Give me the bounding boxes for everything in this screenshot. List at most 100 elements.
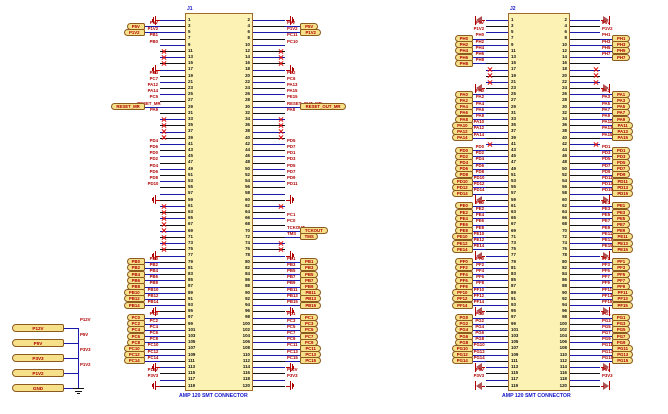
pin-number-J2-118: 118: [559, 376, 567, 382]
wire-J1-pin71: [160, 237, 185, 238]
power-symbol-J2-pin60: [600, 195, 611, 205]
net-label-J2-pin67: PE6: [475, 218, 484, 224]
port-J1-pin93[interactable]: PB14: [123, 301, 145, 309]
port-J1-pin5[interactable]: P1V2: [123, 28, 145, 36]
wire-J1-pin97: [160, 317, 185, 319]
port-wire-J1-pin85: [145, 280, 160, 282]
pin-number-J1-61: 61: [188, 202, 193, 208]
net-label-J2-pin38: PA13: [602, 125, 613, 131]
pin-number-J1-90: 90: [245, 289, 250, 295]
pin-number-J2-53: 53: [511, 178, 516, 183]
power-port-P3V3[interactable]: P3V3: [12, 354, 64, 362]
port-J1-pin111[interactable]: PC14: [123, 357, 145, 365]
power-symbol-J2-pin120: [600, 381, 611, 391]
wire-J2-pin14: [570, 57, 600, 59]
pin-number-J1-20: 20: [245, 72, 250, 78]
port-wire-J2-pin29: [473, 106, 486, 108]
net-label-J2-pin108: PG11: [602, 342, 613, 348]
power-port-P5V[interactable]: P5V: [12, 339, 64, 347]
pin-number-J2-105: 105: [511, 339, 519, 345]
net-label-J1-pin100: PC3: [287, 317, 296, 323]
port-J1-pin112[interactable]: PC15: [300, 357, 322, 365]
net-label-J2-pin92: PF13: [602, 292, 613, 298]
wire-J1-pin9: [160, 44, 185, 46]
net-label-J2-pin106: PG9: [602, 336, 611, 342]
wire-J1-pin48: [253, 162, 285, 164]
net-label-J2-pin88: PF9: [602, 280, 610, 286]
pin-number-J2-98: 98: [562, 314, 567, 320]
port-J2-pin58[interactable]: PD15: [612, 190, 634, 197]
power-port-GND[interactable]: GND: [12, 384, 64, 392]
port-wire-J2-pin76: [600, 249, 612, 251]
port-J2-pin40[interactable]: PA15: [612, 134, 634, 142]
pin-number-J1-40: 40: [245, 134, 250, 140]
wire-J2-pin48: [570, 162, 600, 164]
pin-number-J2-21: 21: [511, 78, 516, 84]
power-port-P12V[interactable]: P12V: [12, 324, 64, 332]
net-label-J1-pin116: P12V: [287, 367, 298, 373]
pin-number-J2-100: 100: [559, 320, 567, 326]
wire-J2-pin24: [570, 88, 600, 90]
pin-number-J2-76: 76: [562, 246, 567, 252]
pin-number-J1-49: 49: [188, 165, 193, 171]
port-J2-pin75[interactable]: PE14: [451, 245, 473, 253]
pin-number-J1-15: 15: [188, 60, 193, 66]
net-label-J1-pin22: PC6: [287, 75, 296, 81]
port-J1-pin94[interactable]: PB15: [300, 301, 322, 309]
pin-number-J2-59: 59: [511, 196, 516, 202]
port-J1-pin72[interactable]: TMS: [300, 233, 319, 241]
wire-J2-pin50: [570, 168, 600, 170]
port-J1-pin6[interactable]: P1V2: [300, 28, 322, 36]
pin-number-J2-20: 20: [562, 72, 567, 78]
port-J1-pin29[interactable]: RESET_MR: [111, 103, 145, 111]
pin-number-J1-77: 77: [188, 252, 193, 258]
port-wire-J2-pin103: [473, 336, 486, 338]
port-wire-J1-pin4: [285, 26, 300, 28]
pin-number-J1-32: 32: [245, 109, 250, 115]
pin-number-J1-66: 66: [245, 215, 250, 221]
wire-J1-pin107: [160, 348, 185, 350]
ground-symbol-J1-pin60: [285, 195, 295, 205]
pin-number-J1-62: 62: [245, 202, 250, 208]
net-label-J1-pin115: P12V: [147, 367, 159, 373]
port-J2-pin15[interactable]: PH8: [454, 59, 473, 67]
pin-number-J2-106: 106: [559, 339, 567, 345]
net-label-J1-pin94: PB15: [287, 299, 298, 304]
pin-number-J1-74: 74: [245, 240, 250, 245]
wire-J1-pin53: [160, 181, 185, 183]
wire-J2-pin37: [486, 131, 508, 133]
port-J2-pin112[interactable]: PG15: [612, 357, 634, 365]
port-J2-pin93[interactable]: PF14: [451, 301, 473, 309]
port-J1-pin30[interactable]: RESET_OUT_MR: [300, 103, 347, 111]
port-J2-pin14[interactable]: PH7: [612, 53, 631, 61]
wire-J1-pin36: [253, 125, 285, 127]
wire-J1-pin89: [160, 292, 185, 294]
wire-J1-pin77: [160, 255, 185, 257]
port-wire-J2-pin79: [473, 261, 486, 263]
port-J2-pin111[interactable]: PG14: [451, 357, 473, 365]
port-J2-pin76[interactable]: PE15: [612, 245, 634, 253]
no-connect-marker-J1-pin11: [161, 48, 167, 54]
port-J2-pin57[interactable]: PD14: [451, 190, 473, 197]
net-label-J1-pin89: PB10: [147, 286, 159, 292]
port-J2-pin39[interactable]: PA14: [451, 134, 473, 142]
power-port-P1V2[interactable]: P1V2: [12, 369, 64, 377]
port-wire-J2-pin35: [473, 125, 486, 127]
wire-J2-pin18: [570, 69, 600, 71]
pin-number-J1-96: 96: [245, 308, 250, 314]
port-wire-J2-pin87: [473, 286, 486, 288]
wire-J1-pin98: [253, 317, 285, 319]
pin-number-J2-27: 27: [511, 97, 516, 103]
net-label-J2-pin15: PH8: [475, 57, 484, 63]
pin-number-J2-61: 61: [511, 202, 516, 208]
port-J2-pin94[interactable]: PF15: [612, 301, 634, 309]
net-label-J2-pin49: PD6: [475, 162, 484, 168]
pin-number-J1-12: 12: [245, 47, 250, 53]
wire-J1-pin76: [253, 249, 285, 251]
ground-symbol-power-rail: [73, 388, 85, 397]
port-wire-J2-pin94: [600, 305, 612, 307]
wire-J2-pin36: [570, 125, 600, 127]
port-wire-J1-pin5: [145, 32, 160, 34]
port-wire-J2-pin69: [473, 230, 486, 232]
net-label-J1-pin80: PB1: [287, 255, 296, 261]
